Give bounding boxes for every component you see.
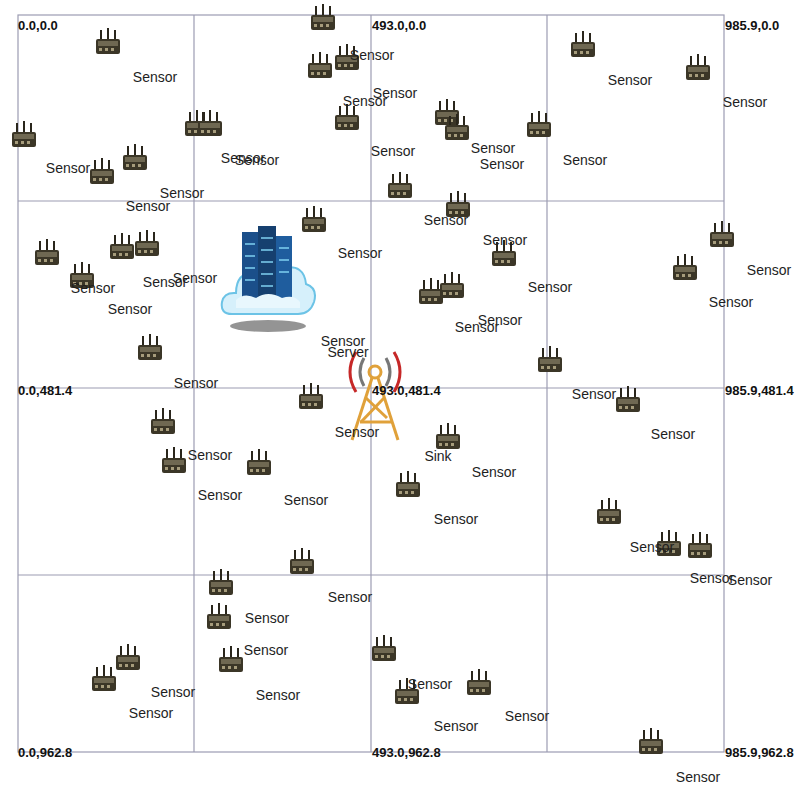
node-label: Sensor: [160, 186, 204, 200]
node-label: Sensor: [572, 387, 616, 401]
node-label: Sensor: [188, 448, 232, 462]
node-label: Sensor: [350, 48, 394, 62]
coordinate-label: 985.9,481.4: [725, 384, 794, 397]
node-label: Sensor: [608, 73, 652, 87]
node-label: Sensor: [371, 144, 415, 158]
node-label: Sensor: [143, 275, 187, 289]
node-label: Sensor: [480, 157, 524, 171]
node-label: Sensor: [690, 571, 734, 585]
node-label: Sensor: [198, 488, 242, 502]
node-label: Sensor: [174, 376, 218, 390]
node-label: Sensor: [328, 590, 372, 604]
node-label: Sensor: [723, 95, 767, 109]
node-label: Sensor: [528, 280, 572, 294]
sensor-icons: [12, 4, 734, 754]
coordinate-label: 985.9,962.8: [725, 746, 794, 759]
node-label: Sensor: [244, 643, 288, 657]
node-label: Sensor: [71, 281, 115, 295]
node-label: Sensor: [343, 94, 387, 108]
node-label: Sensor: [747, 263, 791, 277]
node-label: Sensor: [472, 465, 516, 479]
node-label: Sensor: [338, 246, 382, 260]
node-label: Sensor: [408, 677, 452, 691]
node-label: Sensor: [651, 427, 695, 441]
node-label: Sensor: [245, 611, 289, 625]
node-label: Sensor: [434, 719, 478, 733]
node-label: Sensor: [505, 709, 549, 723]
node-label: Sensor: [676, 770, 720, 784]
node-label: Sensor: [709, 295, 753, 309]
node-label: Sensor: [133, 70, 177, 84]
node-label: Sensor: [129, 706, 173, 720]
node-label: Sensor: [434, 512, 478, 526]
coordinate-label: 493.0,0.0: [372, 19, 426, 32]
node-label: Sensor: [630, 540, 674, 554]
node-label: Sensor: [235, 153, 279, 167]
node-label: Server: [327, 345, 368, 359]
node-label: Sensor: [46, 161, 90, 175]
coordinate-label: 985.9,0.0: [725, 19, 779, 32]
cloud-server-icon: [222, 226, 315, 332]
coordinate-label: 0.0,0.0: [18, 19, 58, 32]
node-label: Sensor: [335, 425, 379, 439]
coordinate-label: 0.0,962.8: [18, 746, 72, 759]
node-label: Sensor: [284, 493, 328, 507]
node-label: Sensor: [728, 573, 772, 587]
node-label: Sensor: [151, 685, 195, 699]
node-label: Sensor: [126, 199, 170, 213]
node-label: Sensor: [483, 233, 527, 247]
node-label: Sink: [424, 449, 451, 463]
node-label: Sensor: [256, 688, 300, 702]
node-label: Sensor: [424, 213, 468, 227]
node-label: Sensor: [455, 320, 499, 334]
coordinate-label: 0.0,481.4: [18, 384, 72, 397]
node-label: Sensor: [471, 141, 515, 155]
coordinate-label: 493.0,962.8: [372, 746, 441, 759]
coordinate-label: 493.0,481.4: [372, 384, 441, 397]
grid: [18, 15, 724, 752]
node-label: Sensor: [563, 153, 607, 167]
node-label: Sensor: [108, 302, 152, 316]
